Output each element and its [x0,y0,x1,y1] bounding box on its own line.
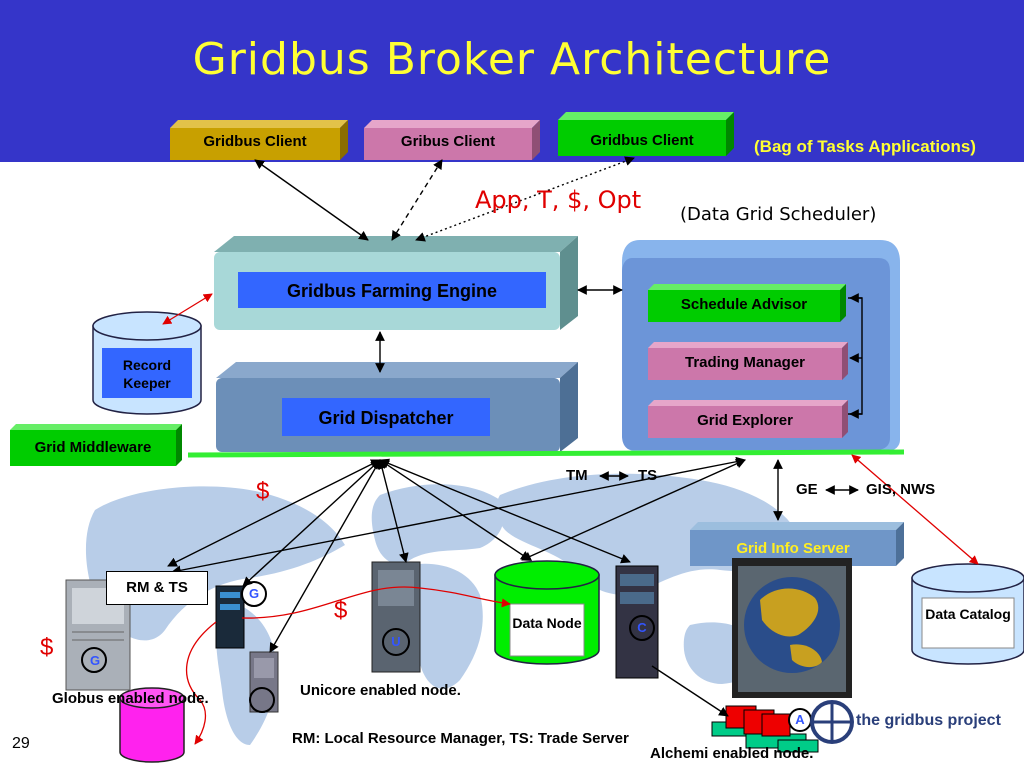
dollar-sign: $ [40,634,54,661]
grid-explorer-box [648,400,848,438]
farming-engine-panel [214,236,578,330]
condor-server [615,565,659,679]
client-label-2: Gribus Client [400,133,496,150]
data-catalog-label: Data Catalog [925,606,1011,622]
app-parameters-label: App, T, $, Opt [475,186,642,214]
module-connectors [848,293,863,419]
small-server-tower [249,651,279,713]
alchemi-desktops [711,705,819,753]
farming-engine-label: Gridbus Farming Engine [286,281,497,301]
middleware-line [187,449,905,458]
record-keeper-cylinder [92,311,202,415]
unicore-badge: U [391,634,401,649]
data-grid-scheduler-label: (Data Grid Scheduler) [680,204,877,225]
data-node-cylinder [494,560,600,665]
rm-ts-box: RM & TS [106,571,208,605]
storage-cylinder-magenta [119,687,185,763]
tm-label: TM [566,467,588,484]
client-label-1: Gridbus Client [203,133,307,150]
grid-explorer-label: Grid Explorer [697,412,793,429]
client-label-3: Gridbus Client [590,132,694,149]
condor-badge: C [637,620,647,635]
globus-badge: G [248,586,260,601]
schedule-advisor-label: Schedule Advisor [680,296,808,313]
dollar-sign: $ [256,478,270,505]
data-node-label: Data Node [512,615,582,631]
footnote: RM: Local Resource Manager, TS: Trade Se… [292,730,629,747]
alchemi-node-label: Alchemi enabled node. [650,745,814,762]
globe-image [732,558,852,698]
unicore-server [371,561,421,673]
grid-middleware-label: Grid Middleware [34,439,152,456]
connector-arrows [167,156,859,717]
bag-of-tasks-label: (Bag of Tasks Applications) [754,137,976,156]
globus-badge: G [89,653,101,668]
gridbus-logo [810,700,854,744]
grid-middleware-box [10,424,182,466]
grid-dispatcher-label: Grid Dispatcher [318,408,454,428]
globus-node-label: Globus enabled node. [52,690,209,707]
grid-info-server-label: Grid Info Server [736,540,850,557]
record-keeper-label: Record Keeper [122,357,172,391]
data-catalog-cylinder [911,563,1024,665]
gis-nws-label: GIS, NWS [866,481,936,498]
grid-dispatcher-panel [216,362,578,452]
gridbus-project-label: the gridbus project [856,712,1001,729]
client-box-3 [558,112,734,156]
rm-ts-label: RM & TS [126,579,188,596]
page-title: Gridbus Broker Architecture [192,34,832,85]
red-connectors [162,293,979,745]
alchemi-badge: A [795,712,805,727]
unicore-node-label: Unicore enabled node. [300,682,461,699]
dollar-sign: $ [334,597,348,624]
trading-manager-box [648,342,848,380]
ge-label: GE [796,481,818,498]
trading-manager-label: Trading Manager [684,354,806,371]
schedule-advisor-box [648,284,846,322]
page-number: 29 [12,735,30,752]
client-box-2 [364,120,540,160]
globus-small-tower [215,581,267,649]
ts-label: TS [638,467,658,484]
client-box-1 [170,120,348,160]
